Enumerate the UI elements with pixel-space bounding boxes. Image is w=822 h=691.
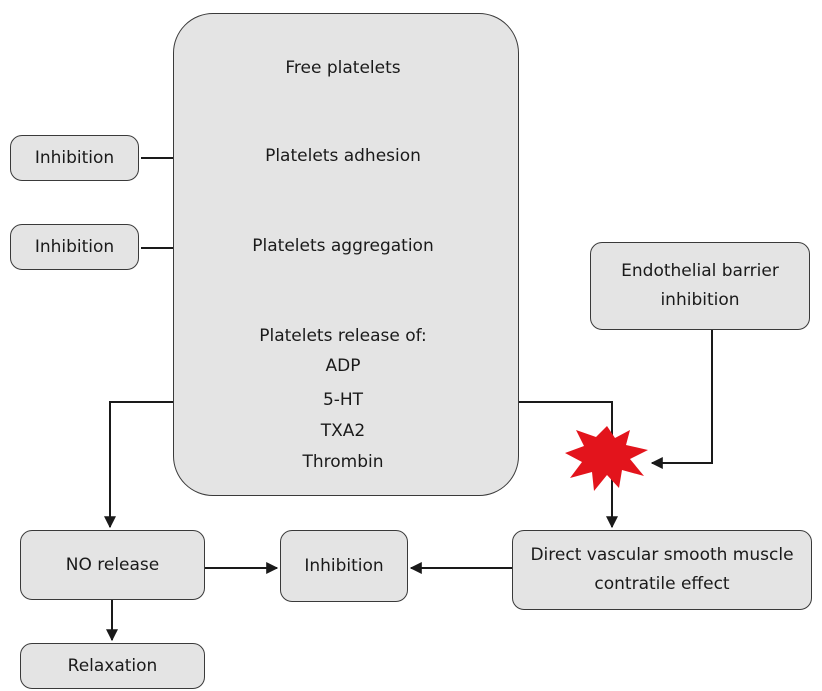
inhibition-box-aggregation: Inhibition	[10, 224, 139, 270]
endothelial-line-1: Endothelial barrier	[621, 261, 779, 281]
direct-effect-line-2: contratile effect	[594, 574, 730, 594]
inhibition-box-adhesion: Inhibition	[10, 135, 139, 181]
substance-txa2: TXA2	[320, 421, 366, 441]
no-release-box: NO release	[20, 530, 205, 600]
red-burst-icon	[565, 426, 648, 491]
substance-adp: ADP	[325, 356, 361, 376]
center-inhibition-box: Inhibition	[280, 530, 408, 602]
step-platelets-aggregation: Platelets aggregation	[252, 236, 434, 256]
inhibition-label: Inhibition	[34, 147, 115, 168]
substance-5ht: 5-HT	[322, 390, 364, 410]
connector-endothelial-to-burst	[650, 330, 713, 469]
substance-thrombin: Thrombin	[302, 452, 384, 472]
platelet-process-container	[173, 13, 519, 496]
relaxation-box: Relaxation	[20, 643, 205, 689]
no-release-label: NO release	[65, 554, 160, 575]
endothelial-line-2: inhibition	[660, 290, 740, 310]
inhibition-label: Inhibition	[34, 236, 115, 257]
endothelial-barrier-box: Endothelial barrier inhibition	[590, 242, 810, 330]
relaxation-label: Relaxation	[67, 655, 158, 676]
direct-effect-line-1: Direct vascular smooth muscle	[530, 545, 794, 565]
step-platelets-adhesion: Platelets adhesion	[265, 146, 421, 166]
step-free-platelets: Free platelets	[285, 58, 401, 78]
step-release-header: Platelets release of:	[259, 326, 427, 346]
direct-effect-box: Direct vascular smooth muscle contratile…	[512, 530, 812, 610]
center-inhibition-label: Inhibition	[304, 555, 384, 576]
